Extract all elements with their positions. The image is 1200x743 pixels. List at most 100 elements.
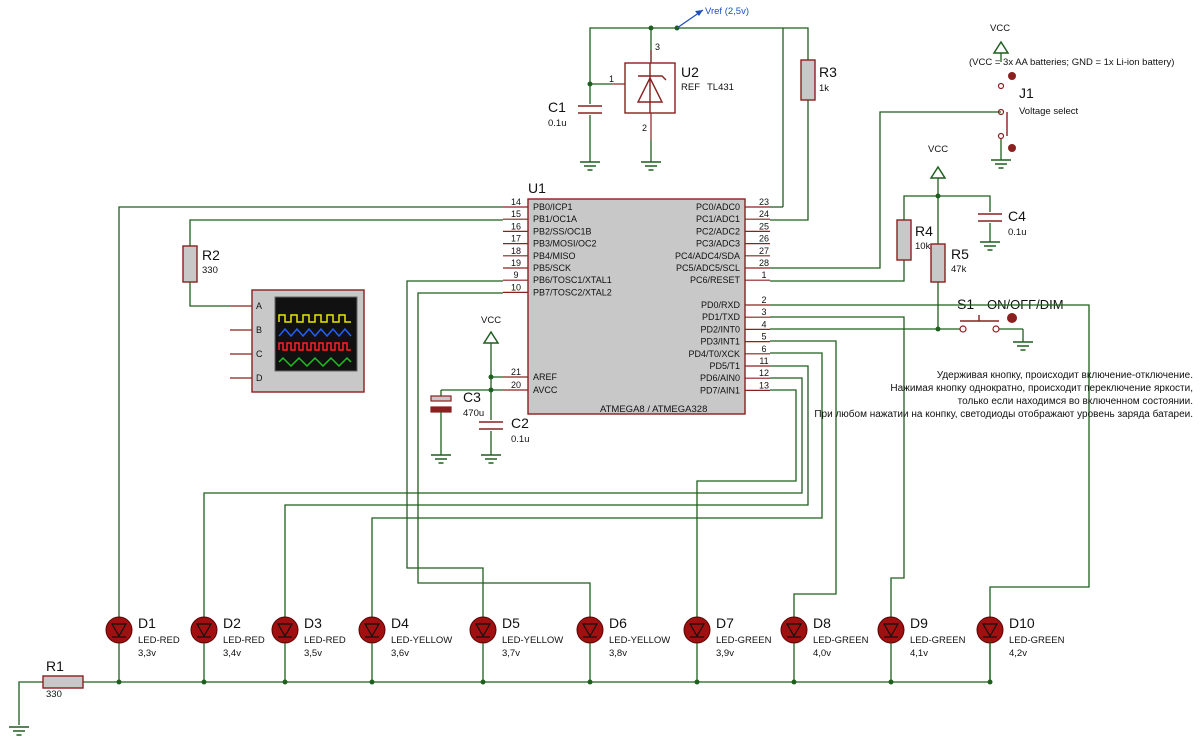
mcu-pin-name: PB5/SCK [533,263,571,273]
led-voltage: 3,7v [502,648,520,659]
led-voltage: 4,0v [813,648,831,659]
r5-value: 47k [951,264,967,275]
mcu-pin-number: 19 [511,258,521,268]
r3-body [800,59,816,101]
mcu-pin-number: 4 [761,319,766,329]
mcu-pin-name: PC0/ADC0 [696,202,740,212]
led-voltage: 3,4v [223,648,241,659]
mcu-pin-number: 10 [511,282,521,292]
notes: Удерживая кнопку, происходит включение-о… [814,370,1193,420]
led-ref: D5 [502,615,520,631]
led-arrow-icon [581,623,599,638]
mcu-pin-name: PD1/TXD [702,312,741,322]
c4-ref: C4 [1008,208,1026,224]
mcu-pin-number: 6 [761,344,766,354]
led-body [271,616,299,644]
r4-value: 10k [915,241,931,252]
mcu-pin-number: 1 [761,270,766,280]
led-body [780,616,808,644]
mcu-pin-name: PB7/TOSC2/XTAL2 [533,287,612,297]
mcu-pin-number: 2 [761,295,766,305]
mcu-pin-number: 13 [759,380,769,390]
led-arrow-icon [688,623,706,638]
r1-and-ground: R1 330 [8,642,991,736]
mcu-pin-number: 25 [759,221,769,231]
mcu-pin-name: AREF [533,372,558,382]
mcu-pin-number: 16 [511,221,521,231]
svg-text:D: D [256,373,263,383]
led-ref: D2 [223,615,241,631]
r2-body [182,245,198,283]
mcu-pin-name: PC3/ADC3 [696,239,740,249]
vcc-note: (VCC = 3x AA batteries; GND = 1x Li-ion … [969,57,1174,68]
led-body [877,616,905,644]
c2-ref: C2 [511,415,529,431]
r4-ref: R4 [915,223,933,239]
svg-text:B: B [256,325,262,335]
led-arrow-icon [474,623,492,638]
note-line-1: Удерживая кнопку, происходит включение-о… [937,370,1193,381]
led-type: LED-RED [138,635,180,646]
r3-ref: R3 [819,64,837,80]
r5-body [930,243,946,283]
led-ref: D9 [910,615,928,631]
j1-ref: J1 [1019,85,1034,101]
led-arrow-icon [110,623,128,638]
mcu-pin-number: 15 [511,209,521,219]
mcu-right-pins: 23PC0/ADC024PC1/ADC125PC2/ADC226PC3/ADC3… [675,197,770,395]
mcu-pin-name: PB6/TOSC1/XTAL1 [533,275,612,285]
u2-value1: REF [681,82,700,93]
vref-label: Vref (2,5v) [705,6,749,17]
mcu-pin-number: 24 [759,209,769,219]
led-ref: D7 [716,615,734,631]
mcu-pin-number: 26 [759,234,769,244]
r1-value: 330 [46,689,62,700]
led-body [105,616,133,644]
svg-text:1: 1 [609,74,614,84]
led-ref: D6 [609,615,627,631]
led-arrow-icon [981,623,999,638]
c3-ref: C3 [463,389,481,405]
mcu-pin-name: PB2/SS/OC1B [533,226,592,236]
led-ref: D10 [1009,615,1035,631]
vcc-label-aref: VCC [481,315,501,326]
mcu-pin-name: AVCC [533,385,558,395]
led-type: LED-RED [223,635,265,646]
switch-actuator [1007,313,1017,323]
u2-ref: U2 [681,64,699,80]
led-voltage: 3,9v [716,648,734,659]
led-arrow-icon [785,623,803,638]
led-body [469,616,497,644]
note-line-4: При любом нажатии на конпку, светодиоды … [814,408,1193,420]
mcu-pin-number: 3 [761,307,766,317]
mcu-pin-number: 9 [513,270,518,280]
mcu-pin-name: PC2/ADC2 [696,226,740,236]
led-arrow-icon [276,623,294,638]
led-ref: D4 [391,615,409,631]
mcu-left-wires: R2 330 VCC C3 470u C2 0.1u [118,206,591,618]
mcu-pin-number: 14 [511,197,521,207]
mcu-pin-name: PB0/ICP1 [533,202,573,212]
led-body [576,616,604,644]
led-type: LED-RED [304,635,346,646]
mcu-pin-name: PC5/ADC5/SCL [676,263,740,273]
note-line-3: только если находимся во включенном сост… [958,396,1193,407]
c4-value: 0.1u [1008,227,1027,238]
mcu-pin-number: 20 [511,380,521,390]
led-body [358,616,386,644]
r2-ref: R2 [202,247,220,263]
mcu-pin-number: 21 [511,367,521,377]
led-type: LED-GREEN [910,635,966,646]
mcu-pin-name: PD4/T0/XCK [688,349,740,359]
mcu-pin-number: 18 [511,246,521,256]
led-bar: D1LED-RED3,3vD2LED-RED3,4vD3LED-RED3,5vD… [105,615,1065,685]
